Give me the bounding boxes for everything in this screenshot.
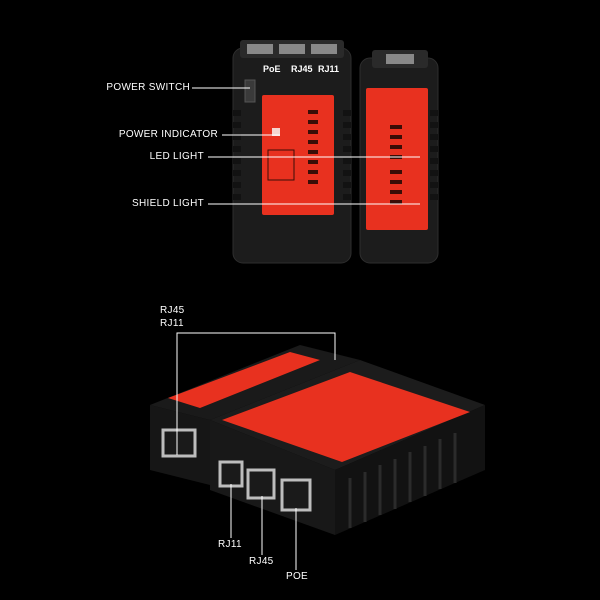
remote-unit-ridges	[430, 110, 438, 200]
top-label-rj11: RJ11	[318, 64, 339, 74]
callout-led-light: LED LIGHT	[149, 151, 204, 162]
bottom-remote-panel	[168, 352, 320, 408]
callout-port-rj45: RJ45	[249, 556, 274, 567]
bottom-port-rj11	[218, 460, 244, 488]
callout-power-switch: POWER SWITCH	[106, 82, 190, 93]
bottom-port-rj45	[246, 468, 276, 500]
main-unit-ports	[240, 40, 344, 58]
callout-port-rj11: RJ11	[218, 539, 242, 550]
top-label-poe: PoE	[263, 64, 281, 74]
top-callout-lines	[192, 87, 420, 205]
bottom-main-ridges	[348, 433, 457, 528]
tester-bottom-view	[150, 332, 485, 570]
callout-top-rj11: RJ11	[160, 318, 184, 329]
top-label-rj45: RJ45	[291, 64, 313, 74]
main-unit-led-column	[308, 110, 318, 184]
bottom-remote-port	[161, 428, 197, 458]
shield-light-area	[267, 149, 295, 181]
callout-power-indicator: POWER INDICATOR	[118, 129, 218, 140]
callout-port-poe: POE	[286, 571, 309, 582]
power-switch	[244, 79, 256, 103]
bottom-main-panel	[222, 372, 470, 462]
tester-top-view: PoE RJ45 RJ11	[192, 40, 439, 264]
bottom-callout-lines	[176, 332, 336, 570]
bottom-port-poe	[280, 478, 312, 512]
callout-shield-light: SHIELD LIGHT	[132, 198, 204, 209]
main-unit-ridges	[233, 110, 351, 200]
main-unit-panel	[262, 95, 334, 215]
callout-top-rj45: RJ45	[160, 305, 185, 316]
power-indicator-light	[272, 128, 280, 136]
